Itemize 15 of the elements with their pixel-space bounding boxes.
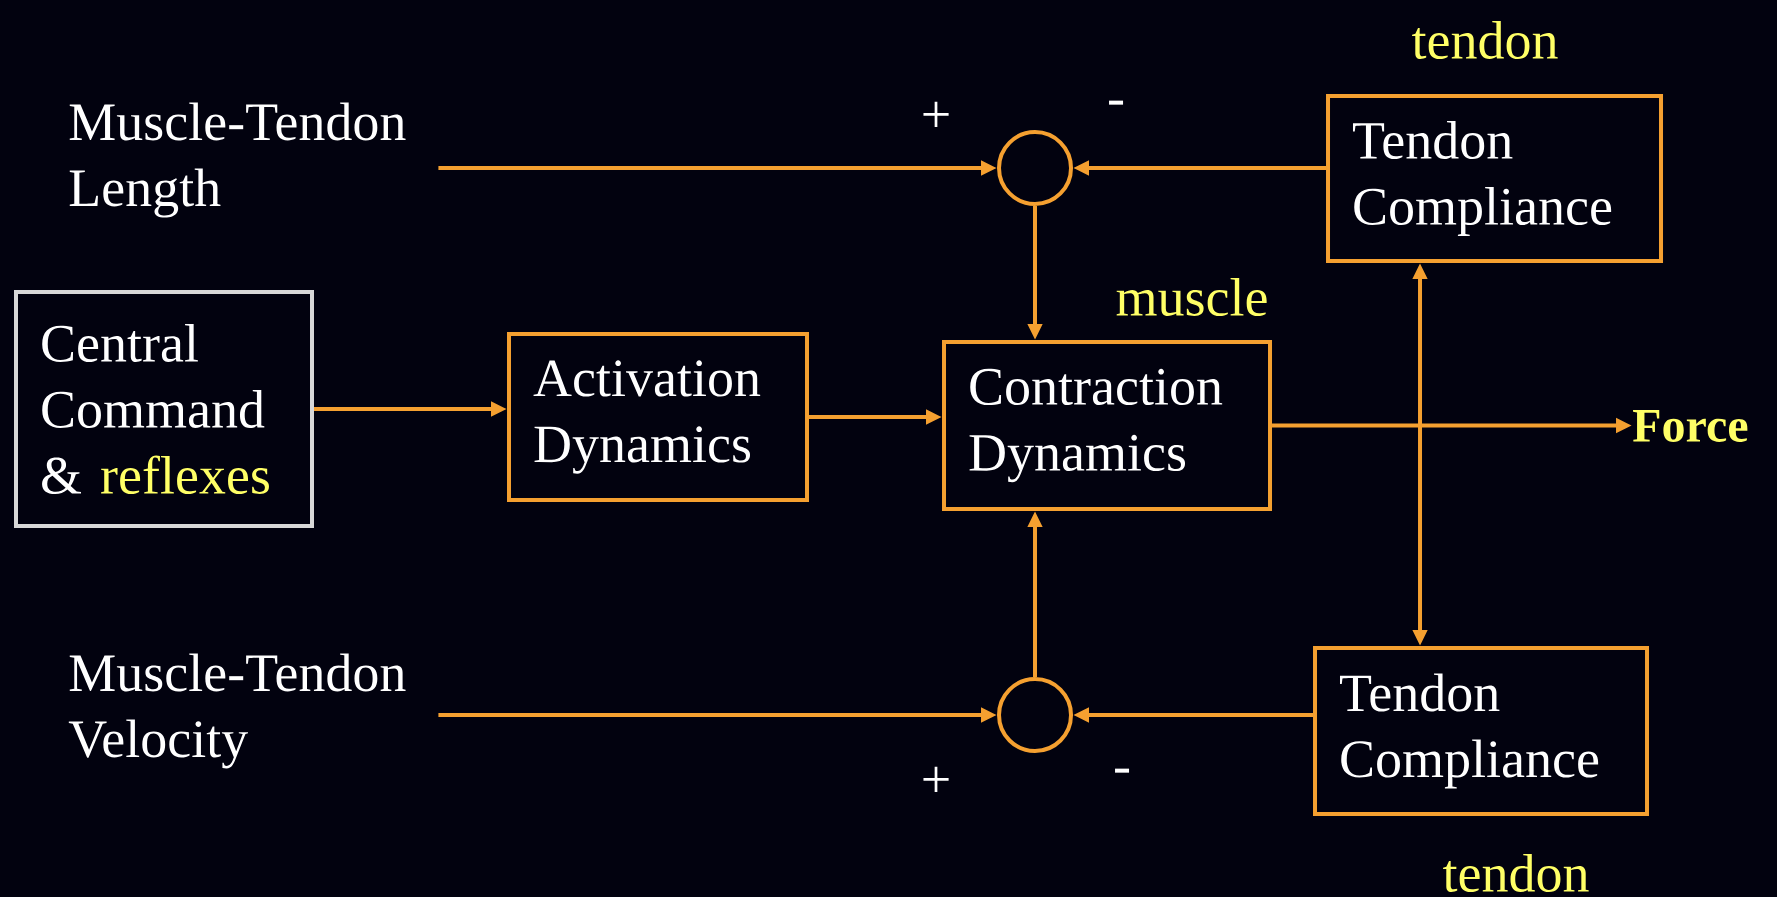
block-box: Central Command & reflexes [14, 290, 314, 528]
block-box: Tendon Compliance [1313, 646, 1649, 816]
output-label: Force [1633, 410, 1748, 442]
annotation-label: muscle [1116, 278, 1267, 316]
block-box: Tendon Compliance [1326, 94, 1663, 263]
sign-label: - [1115, 768, 1130, 773]
input-label: Muscle-Tendon Velocity [68, 653, 406, 769]
sign-label: + [923, 766, 949, 792]
input-label: Muscle-Tendon Length [69, 102, 406, 218]
summing-junction [997, 677, 1073, 753]
sign-label: - [1109, 100, 1124, 105]
summing-junction [997, 130, 1073, 206]
block-box: Activation Dynamics [507, 332, 809, 502]
sign-label: + [923, 101, 949, 127]
block-box: Contraction Dynamics [942, 340, 1272, 511]
